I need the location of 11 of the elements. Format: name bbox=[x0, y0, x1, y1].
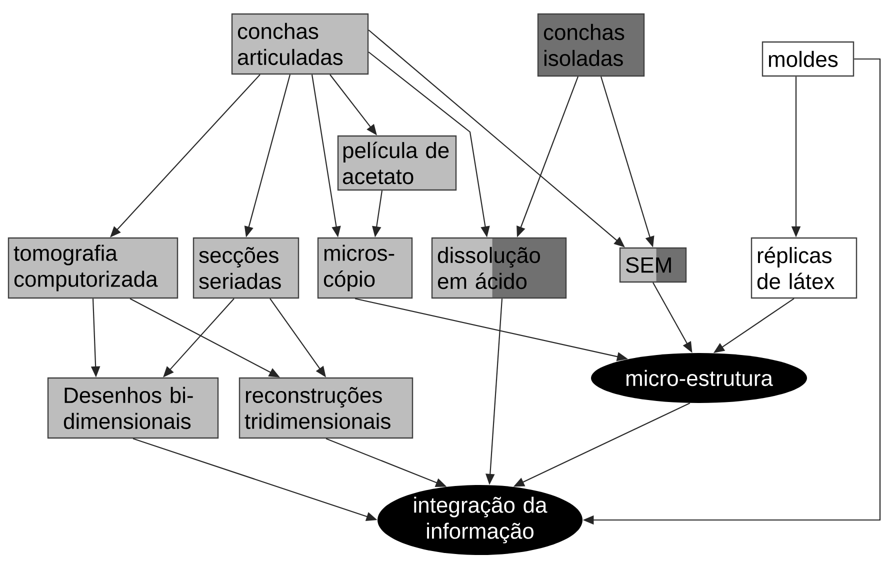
process-box: Desenhos bi-dimensionais bbox=[47, 377, 219, 439]
process-box: réplicas de látex bbox=[750, 237, 858, 299]
process-box: SEM bbox=[619, 247, 687, 283]
process-box: micros-cópio bbox=[317, 237, 413, 299]
process-box: tomografia computorizada bbox=[8, 237, 178, 299]
process-box: moldes bbox=[762, 41, 854, 77]
process-box: reconstruções tridimensionais bbox=[238, 377, 414, 439]
process-box: película de acetato bbox=[337, 135, 457, 191]
process-box: secções seriadas bbox=[192, 237, 300, 299]
process-box: conchas articuladas bbox=[231, 13, 369, 75]
process-box: conchas isoladas bbox=[537, 13, 645, 77]
